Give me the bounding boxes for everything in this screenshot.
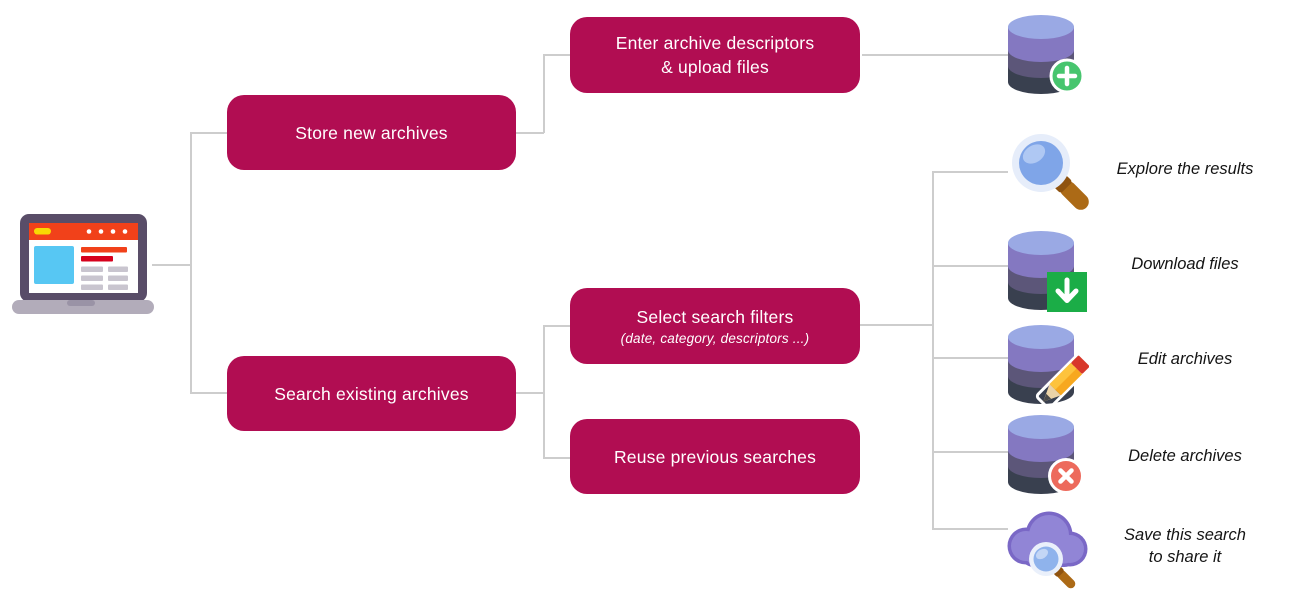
- connector-store-elbow: [543, 54, 545, 133]
- connector-to-select: [543, 325, 570, 327]
- connector-to-edit: [932, 357, 1008, 359]
- label-save-search-line1: Save this search: [1124, 526, 1246, 544]
- connector-store-out: [516, 132, 544, 134]
- node-select-line2: (date, category, descriptors ...): [620, 330, 810, 346]
- connector-to-save: [932, 528, 1008, 530]
- connector-search-out: [516, 392, 544, 394]
- database-edit-icon: [1008, 325, 1089, 410]
- node-search-existing-archives: Search existing archives: [227, 356, 516, 431]
- connector-to-explore: [932, 171, 1008, 173]
- node-reuse-previous-searches: Reuse previous searches: [570, 419, 860, 494]
- node-select-line1: Select search filters: [636, 306, 794, 327]
- connector-to-store: [190, 132, 227, 134]
- laptop-icon: [12, 214, 154, 314]
- label-download-files: Download files: [1131, 255, 1239, 273]
- label-save-search: Save this search to share it: [1085, 524, 1285, 568]
- node-search-label: Search existing archives: [274, 383, 469, 404]
- node-enter-line1: Enter archive descriptors: [615, 33, 815, 53]
- connector-to-delete: [932, 451, 1008, 453]
- node-enter-descriptors: Enter archive descriptors & upload files: [570, 17, 860, 93]
- database-delete-icon: [1008, 415, 1084, 494]
- connector-to-enter: [543, 54, 570, 56]
- label-edit-archives: Edit archives: [1137, 350, 1233, 368]
- database-add-icon: [1008, 15, 1085, 94]
- node-enter-line2: & upload files: [661, 57, 769, 77]
- node-reuse-label: Reuse previous searches: [613, 446, 817, 467]
- connector-root: [152, 264, 190, 266]
- connector-to-download: [932, 265, 1008, 267]
- label-save-search-line2: to share it: [1148, 548, 1222, 566]
- connector-enter-to-add: [862, 54, 1008, 56]
- connector-outcomes-branch: [932, 171, 934, 529]
- label-explore-results: Explore the results: [1116, 160, 1254, 178]
- magnifier-icon: [1012, 134, 1089, 210]
- connector-select-out: [860, 324, 932, 326]
- connector-root-branch: [190, 132, 192, 394]
- label-delete-archives: Delete archives: [1128, 447, 1242, 465]
- node-select-search-filters: Select search filters (date, category, d…: [570, 288, 860, 364]
- cloud-search-icon: [1007, 511, 1088, 589]
- connector-to-search: [190, 392, 227, 394]
- database-download-icon: [1008, 231, 1087, 312]
- connector-to-reuse: [543, 457, 570, 459]
- node-store-label: Store new archives: [295, 122, 448, 143]
- node-store-new-archives: Store new archives: [227, 95, 516, 170]
- connector-search-branch: [543, 325, 545, 458]
